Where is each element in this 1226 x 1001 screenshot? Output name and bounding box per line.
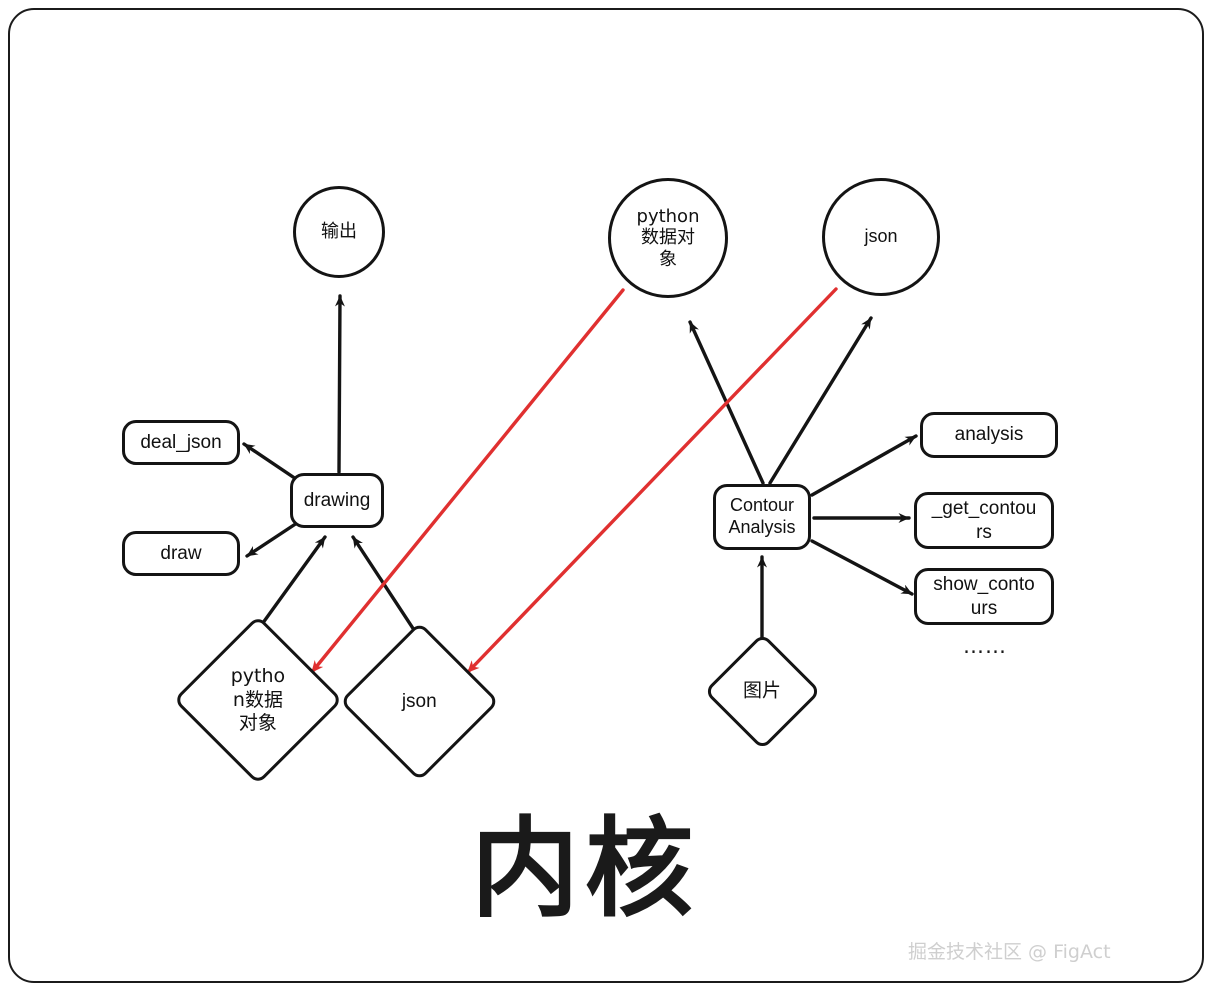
- node-drawing-label: drawing: [303, 489, 371, 511]
- red-edges: [310, 287, 838, 674]
- node-python-object-top[interactable]: python 数据对 象: [608, 178, 728, 298]
- edge-json-top-to-bottom: [466, 287, 838, 674]
- node-contour-analysis-label: Contour Analysis: [728, 495, 796, 537]
- node-contour-analysis[interactable]: Contour Analysis: [713, 484, 811, 550]
- node-show-contours-label: show_conto urs: [933, 574, 1035, 619]
- edge-contour-show-contours: [810, 539, 914, 596]
- black-edges: [242, 294, 918, 650]
- node-json-top-label: json: [864, 226, 898, 247]
- node-image-label: 图片: [743, 679, 782, 702]
- edge-drawing-output: [334, 294, 345, 474]
- edge-contour-analysis: [810, 434, 918, 497]
- edge-json-bottom-drawing: [351, 535, 420, 638]
- node-get-contours-label: _get_contou rs: [931, 498, 1037, 543]
- node-deal-json[interactable]: deal_json: [122, 420, 240, 465]
- node-json-bottom-label: json: [402, 690, 437, 712]
- node-draw[interactable]: draw: [122, 531, 240, 576]
- node-analysis-label: analysis: [954, 424, 1024, 446]
- edge-drawing-deal-json: [242, 442, 301, 483]
- edge-drawing-draw: [245, 519, 302, 558]
- node-output[interactable]: 输出: [293, 186, 385, 278]
- node-drawing[interactable]: drawing: [290, 473, 384, 528]
- node-analysis[interactable]: analysis: [920, 412, 1058, 458]
- node-python-object-bottom-label: pytho n数据 对象: [230, 664, 286, 734]
- ellipsis-marker: ……: [963, 634, 1007, 658]
- page-title: 内核: [470, 807, 699, 932]
- edge-python-top-to-bottom: [310, 288, 625, 674]
- node-output-label: 输出: [321, 221, 357, 243]
- node-show-contours[interactable]: show_conto urs: [914, 568, 1054, 625]
- node-deal-json-label: deal_json: [140, 431, 222, 453]
- node-draw-label: draw: [160, 542, 202, 564]
- node-python-object-top-label: python 数据对 象: [636, 206, 700, 270]
- node-get-contours[interactable]: _get_contou rs: [914, 492, 1054, 549]
- edge-contour-json-top: [768, 316, 873, 485]
- node-json-top[interactable]: json: [822, 178, 940, 296]
- watermark: 掘金技术社区 @ FigAct: [908, 940, 1111, 963]
